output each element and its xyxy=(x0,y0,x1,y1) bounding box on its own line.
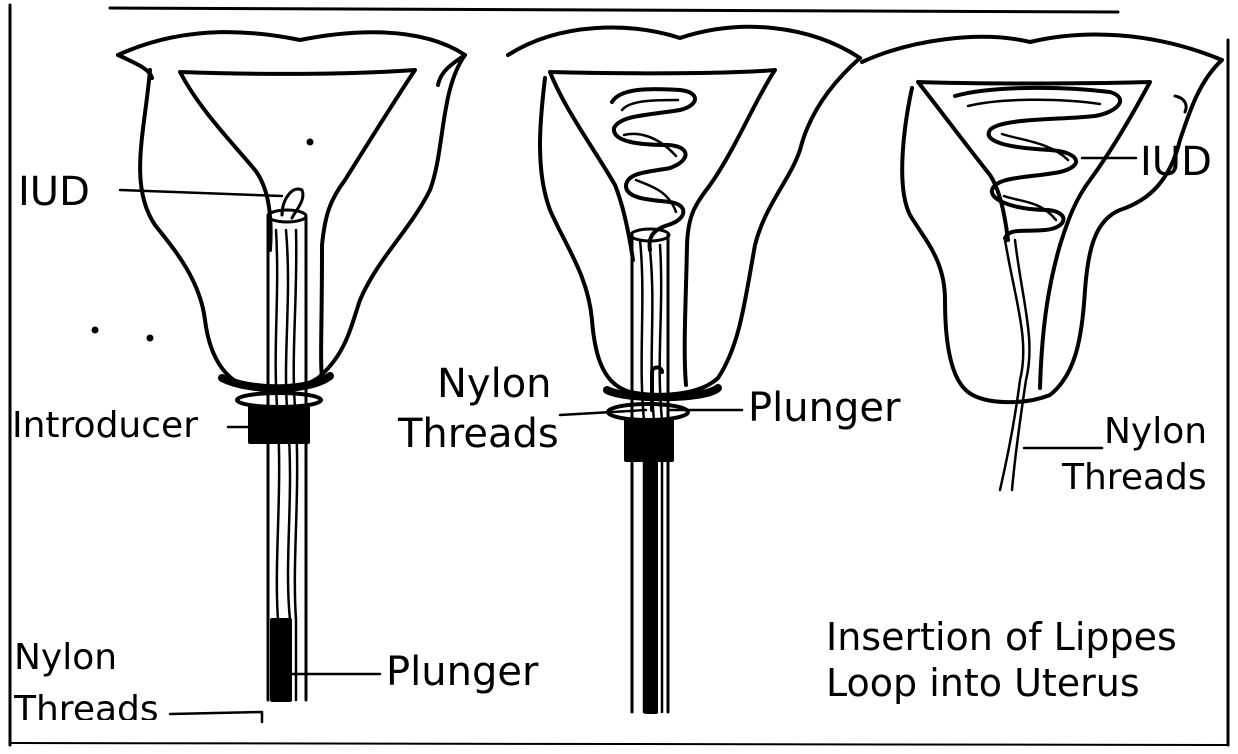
panel-3-iud-label: IUD xyxy=(1140,142,1212,182)
frame-bottom-line xyxy=(10,743,1228,745)
panel-3-nylon-threads xyxy=(1000,240,1029,490)
panel-2-nylon-label: Nylon xyxy=(437,364,552,404)
frame-top-line xyxy=(110,8,1118,12)
speck xyxy=(149,337,152,340)
panel-1-uterine-cavity xyxy=(180,70,415,380)
panel-3-threads-label: Threads xyxy=(1062,460,1207,496)
panel-1-plunger-label: Plunger xyxy=(386,652,538,692)
panel-1-nylon-label: Nylon xyxy=(14,640,117,676)
panel-1-plunger-segment xyxy=(272,620,290,700)
panel-2-plunger-label: Plunger xyxy=(748,388,900,428)
panel-2 xyxy=(508,27,860,712)
panel-1-threads-label: Threads xyxy=(14,692,159,720)
panel-2-plunger-rod xyxy=(646,440,656,712)
caption-line-2: Loop into Uterus xyxy=(826,664,1140,702)
panel-3-nylon-label: Nylon xyxy=(1104,414,1207,450)
caption-line-1: Insertion of Lippes xyxy=(826,618,1177,656)
panel-1-iud-label: IUD xyxy=(18,172,90,212)
panel-1-introducer-label: Introducer xyxy=(12,408,198,444)
panel-1-threads-leader xyxy=(170,712,262,722)
panel-1-iud-tip xyxy=(282,189,303,218)
panel-2-threads-label: Threads xyxy=(398,414,559,454)
panel-2-iud-loop xyxy=(612,89,695,250)
panel-3-uterine-cavity xyxy=(918,82,1150,388)
panel-1-tube-tip xyxy=(268,210,306,222)
panel-1-introducer-collar xyxy=(237,393,321,407)
panel-1 xyxy=(118,32,465,722)
speck xyxy=(94,329,97,332)
panel-3-shoulder-right xyxy=(1175,96,1186,112)
speck xyxy=(309,141,312,144)
